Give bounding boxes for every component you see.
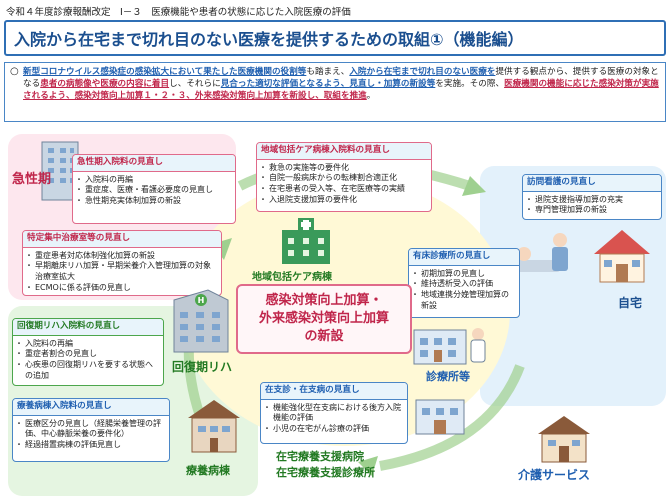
- icu-box-header: 特定集中治療室等の見直し: [23, 231, 221, 248]
- infection-control-box: 感染対策向上加算・ 外来感染対策向上加算 の新設: [236, 284, 412, 354]
- rehab-box: 回復期リハ入院料の見直し 入院料の再編 重症者割合の見直し 心疾患の回復期リハを…: [12, 318, 164, 386]
- acute-label: 急性期: [12, 172, 52, 187]
- visit-item: 専門管理加算の新設: [525, 205, 657, 216]
- home-support-box-header: 在支診・在支病の見直し: [261, 383, 407, 400]
- acute-item: 急性期充実体制加算の新設: [75, 196, 231, 207]
- summary-text-8: 見直し・加算の新設等: [349, 79, 436, 90]
- icu-item: 重症患者対応体制強化加算の新設: [25, 251, 217, 262]
- header-caption: 令和４年度診療報酬改定 Ⅰ－３ 医療機能や患者の状態に応じた入院医療の評価: [6, 7, 351, 18]
- home-icon: [594, 230, 650, 283]
- home-support-clinic-icon: [415, 399, 465, 435]
- acute-item: 重症度、医療・看護必要度の見直し: [75, 185, 231, 196]
- summary-text-4: 提供する観点から、提供する医療の対象となる: [23, 67, 659, 90]
- summary-text-7: 見合った適切な評価となるよう、: [220, 79, 350, 90]
- community-care-box: 地域包括ケア病棟入院料の見直し 救急の実施等の要件化 自院一般病床からの転棟割合…: [256, 142, 432, 212]
- longterm-hospital-icon: [188, 400, 240, 453]
- longterm-item: 経過措置病棟の評価見直し: [15, 440, 165, 451]
- icu-box: 特定集中治療室等の見直し 重症患者対応体制強化加算の新設 早期離床リハ加算・早期…: [22, 230, 222, 296]
- visit-nursing-box: 訪問看護の見直し 退院支援指導加算の充実 専門管理加算の新設: [522, 174, 662, 220]
- hospital-sign: H: [198, 296, 205, 305]
- summary-text-1: 新型コロナウイルス感染症の感染拡大において果たした医療機関の役割等: [23, 67, 307, 77]
- care-service-icon: [538, 416, 590, 463]
- community-hospital-icon: [282, 218, 330, 264]
- longterm-item: 医療区分の見直し（経腸栄養管理の評価、中心静脈栄養の要件化）: [15, 419, 165, 441]
- acute-box-header: 急性期入院料の見直し: [73, 155, 235, 172]
- home-support-label-1: 在宅療養支援病院: [276, 450, 364, 463]
- summary-text-3: 入院から在宅まで切れ目のない医療を: [349, 67, 496, 77]
- longterm-label: 療養病棟: [186, 464, 230, 477]
- summary-text-11: 外来感染対策向上加算を新設し、取組を推進: [194, 91, 367, 102]
- rehab-hospital-icon: H: [173, 289, 229, 353]
- icu-item: ECMOに係る評価の見直し: [25, 283, 217, 294]
- home-support-item: 機能強化型在支病における後方入院機能の評価: [263, 403, 403, 425]
- page-title: 入院から在宅まで切れ目のない医療を提供するための取組①（機能編）: [14, 30, 524, 49]
- community-item: 在宅患者の受入等、在宅医療等の実績: [259, 184, 427, 195]
- nurse-patient-icon: [512, 233, 568, 272]
- clinic-item: 維持透析受入の評価: [411, 279, 515, 290]
- summary-text-5: 患者の病態像や医療の内容に着目: [40, 79, 170, 90]
- center-line-3: の新設: [304, 329, 344, 345]
- visit-box-header: 訪問看護の見直し: [523, 175, 661, 192]
- community-box-header: 地域包括ケア病棟入院料の見直し: [257, 143, 431, 160]
- clinic-box-header: 有床診療所の見直し: [409, 249, 519, 266]
- acute-item: 入院料の再編: [75, 175, 231, 186]
- clinic-item: 初期加算の見直し: [411, 269, 515, 280]
- rehab-label: 回復期リハ: [172, 360, 233, 374]
- rehab-item: 心疾患の回復期リハを要する状態への追加: [15, 360, 159, 382]
- clinic-label: 診療所等: [426, 370, 470, 383]
- summary-box: ○ 新型コロナウイルス感染症の感染拡大において果たした医療機関の役割等も踏まえ、…: [4, 62, 666, 122]
- community-item: 自院一般病床からの転棟割合適正化: [259, 173, 427, 184]
- rehab-item: 重症者割合の見直し: [15, 349, 159, 360]
- community-item: 救急の実施等の要件化: [259, 163, 427, 174]
- summary-text-12: 。: [366, 91, 376, 102]
- rehab-box-header: 回復期リハ入院料の見直し: [13, 319, 163, 336]
- care-service-label: 介護サービス: [518, 468, 591, 482]
- center-line-2: 外来感染対策向上加算: [258, 310, 389, 326]
- diagram-area: 急性期 急性期入院料の見直し 入院料の再編 重症度、医療・看護必要度の見直し 急…: [0, 126, 670, 500]
- longterm-box: 療養病棟入院料の見直し 医療区分の見直し（経腸栄養管理の評価、中心静脈栄養の要件…: [12, 398, 170, 462]
- summary-bullet: ○: [10, 66, 19, 77]
- clinic-icon: [413, 328, 486, 365]
- home-label: 自宅: [618, 296, 643, 310]
- title-bar: 入院から在宅まで切れ目のない医療を提供するための取組①（機能編）: [4, 20, 666, 56]
- home-support-box: 在支診・在支病の見直し 機能強化型在支病における後方入院機能の評価 小児の在宅が…: [260, 382, 408, 444]
- center-line-1: 感染対策向上加算・: [265, 292, 383, 308]
- icu-item: 早期離床リハ加算・早期栄養介入管理加算の対象治療室拡大: [25, 261, 217, 283]
- summary-text-9: を実施。その際、: [435, 79, 505, 90]
- summary-text-6: し、それらに: [169, 79, 221, 90]
- community-item: 入退院支援加算の要件化: [259, 195, 427, 206]
- clinic-box: 有床診療所の見直し 初期加算の見直し 維持透析受入の評価 地域連携分娩管理加算の…: [408, 248, 520, 318]
- home-support-item: 小児の在宅がん診療の評価: [263, 424, 403, 435]
- community-label: 地域包括ケア病棟: [252, 272, 332, 283]
- acute-box: 急性期入院料の見直し 入院料の再編 重症度、医療・看護必要度の見直し 急性期充実…: [72, 154, 236, 224]
- longterm-box-header: 療養病棟入院料の見直し: [13, 399, 169, 416]
- home-support-label-2: 在宅療養支援診療所: [276, 466, 375, 479]
- summary-text-2: も踏まえ、: [306, 67, 350, 77]
- clinic-item: 地域連携分娩管理加算の新設: [411, 290, 515, 312]
- visit-item: 退院支援指導加算の充実: [525, 195, 657, 206]
- summary-text-10: 医療機関の機能に応じた感染対策が実施されるよう、感染対策向上加算１・２・３、: [23, 79, 659, 102]
- rehab-item: 入院料の再編: [15, 339, 159, 350]
